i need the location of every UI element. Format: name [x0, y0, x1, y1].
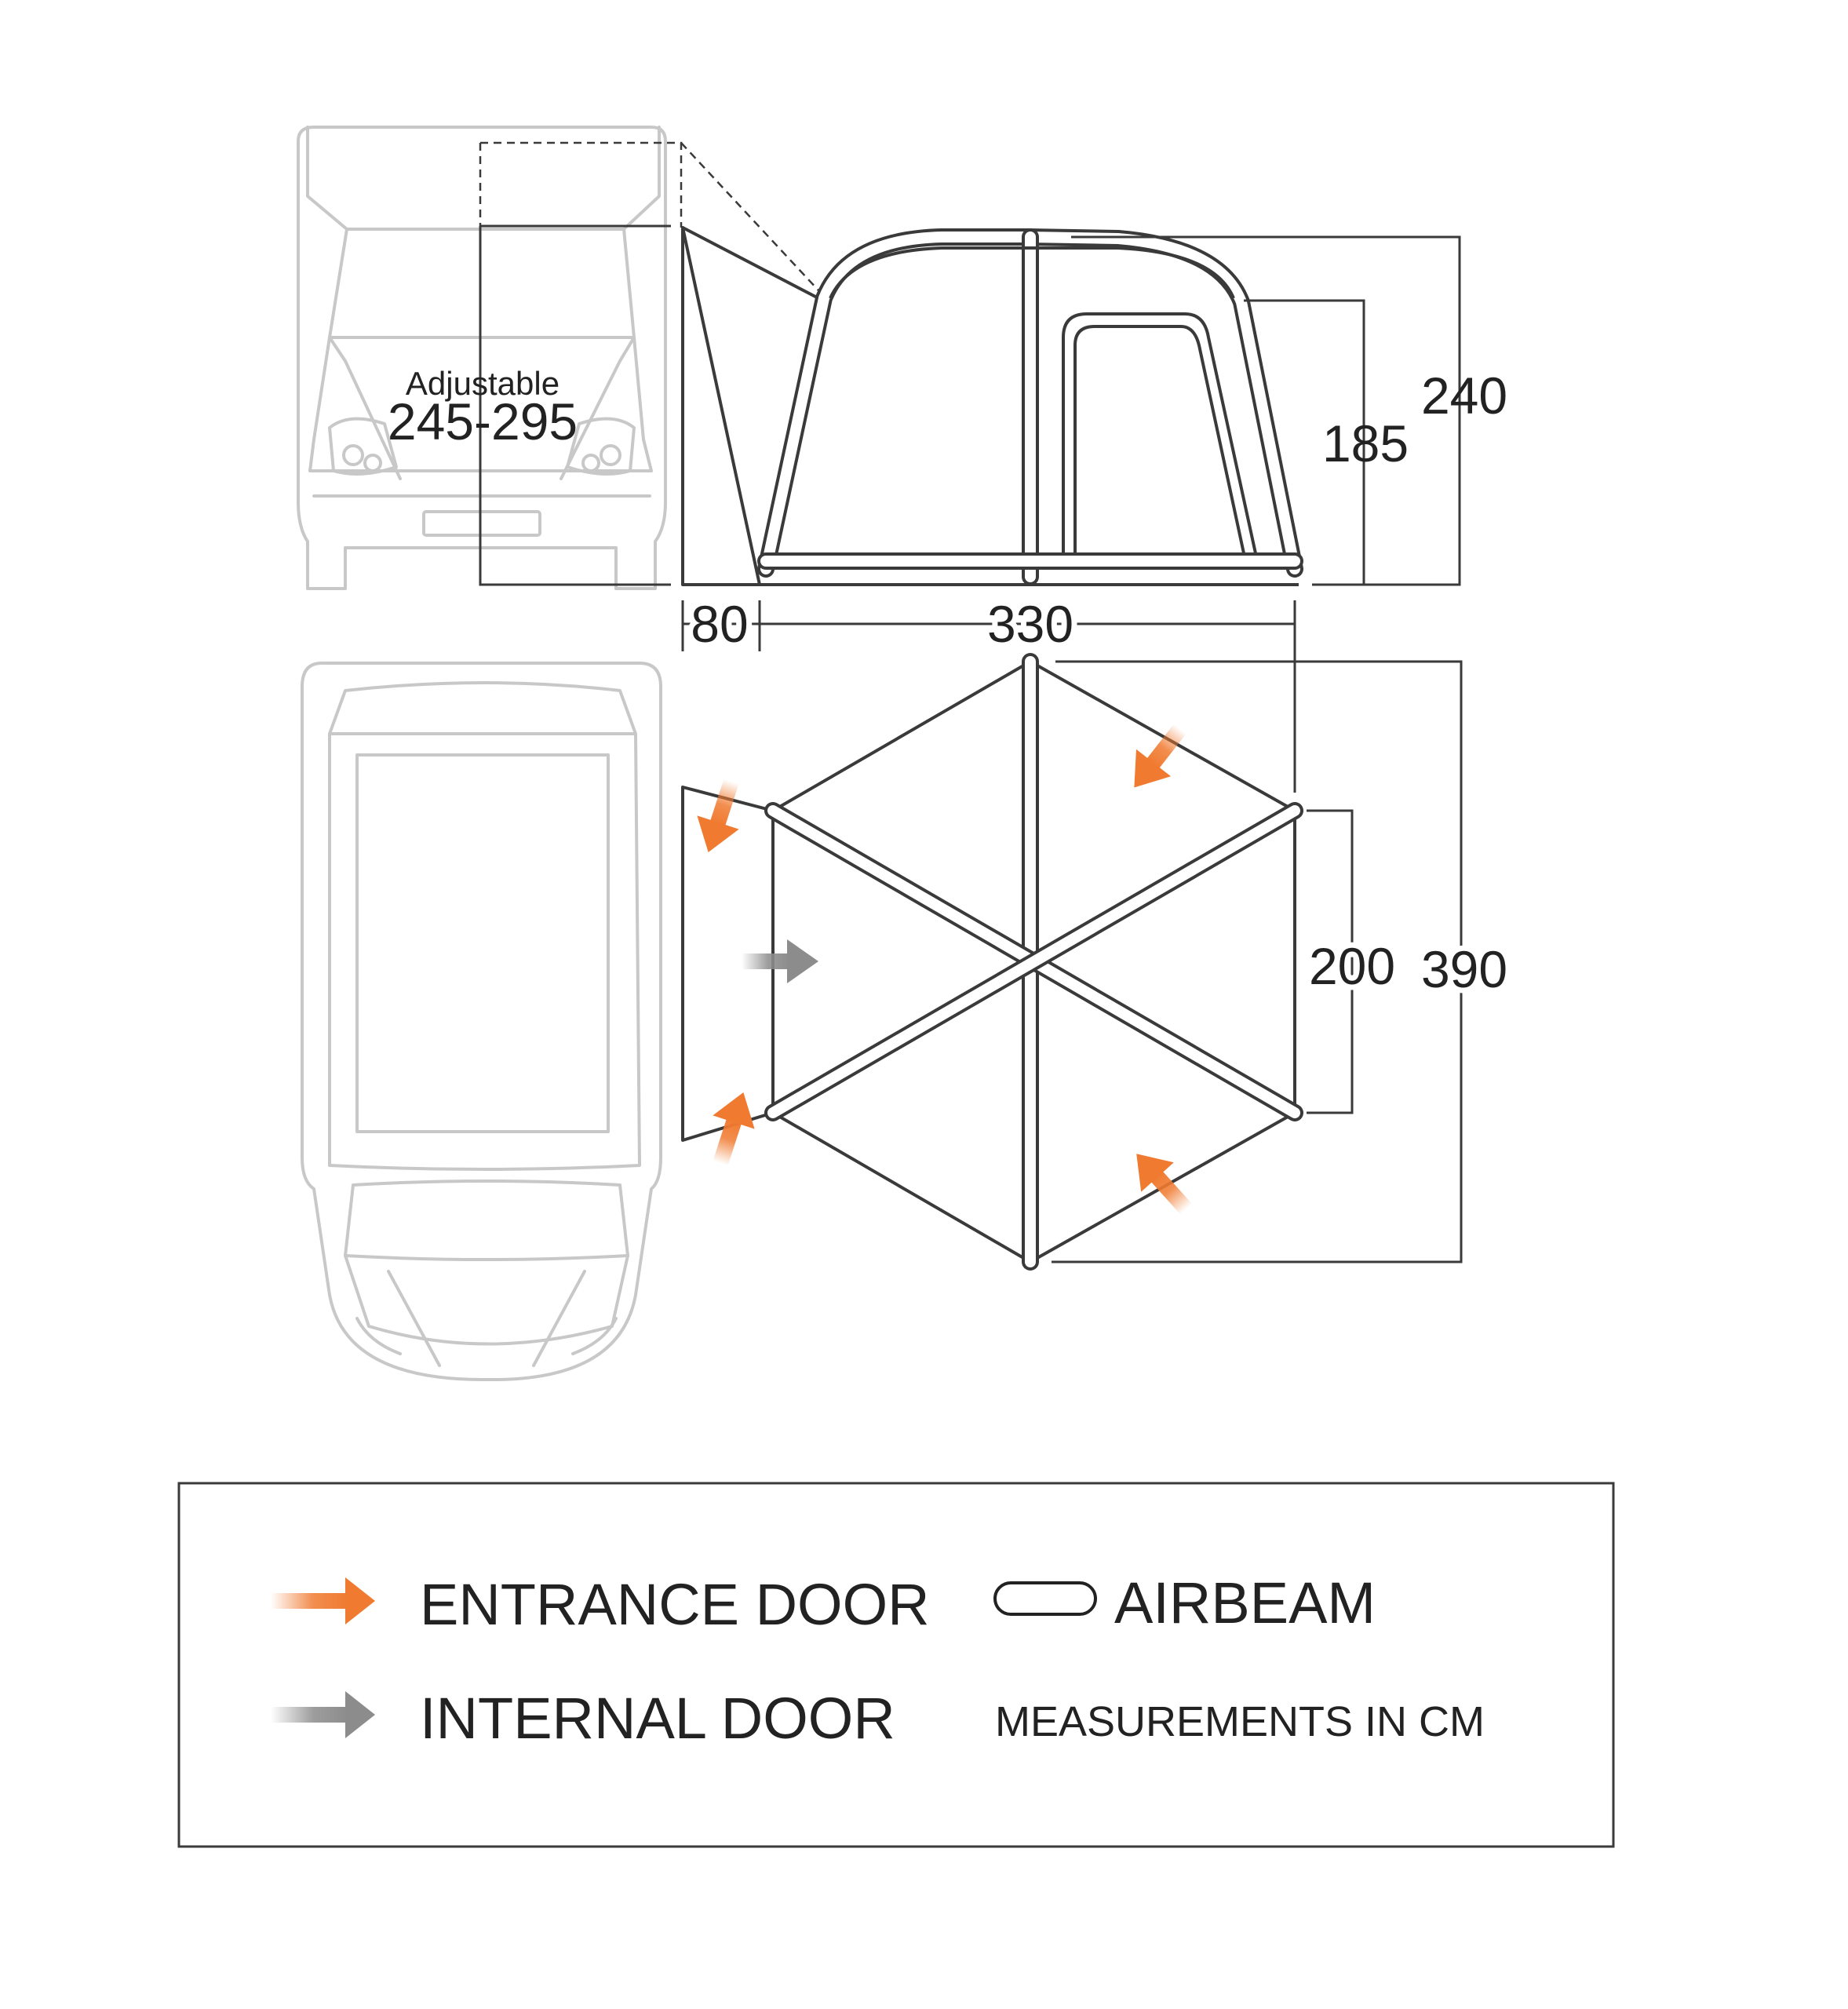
entrance-arrow-icon: [1134, 724, 1186, 788]
vehicle-top-view: [301, 662, 662, 1382]
detail-callout-dashed: [479, 141, 819, 291]
legend-entrance-arrow-icon: [271, 1577, 375, 1624]
awning-front-view: [681, 226, 1303, 586]
vehicle-front-view: [297, 126, 667, 590]
entrance-arrow-icon: [713, 1092, 755, 1166]
side-width-label: 200: [1309, 937, 1395, 995]
entrance-arrow-icon: [1136, 1154, 1193, 1215]
depth-total-label: 390: [1421, 940, 1507, 998]
height-inner-label: 185: [1322, 414, 1409, 472]
legend-measurements-note: MEASUREMENTS IN CM: [995, 1698, 1485, 1745]
height-total-label: 240: [1421, 366, 1507, 425]
awning-top-view: [681, 653, 1303, 1271]
plan-dimension-lines: [1052, 660, 1463, 1263]
legend-entrance-door: ENTRANCE DOOR: [420, 1572, 930, 1637]
adjustable-label: Adjustable: [406, 365, 560, 402]
legend-airbeam: AIRBEAM: [1114, 1570, 1376, 1635]
legend-internal-arrow-icon: [271, 1691, 375, 1738]
tunnel-width-label: 80: [691, 595, 748, 653]
adjustable-range-label: 245-295: [388, 392, 578, 450]
entrance-arrow-icon: [697, 778, 739, 853]
internal-arrow-icon: [742, 939, 818, 983]
legend-internal-door: INTERNAL DOOR: [420, 1686, 895, 1751]
legend-box: [177, 1482, 1615, 1848]
awning-width-label: 330: [987, 595, 1073, 653]
front-dimension-lines: [479, 224, 1461, 793]
legend-airbeam-icon: [993, 1581, 1097, 1616]
